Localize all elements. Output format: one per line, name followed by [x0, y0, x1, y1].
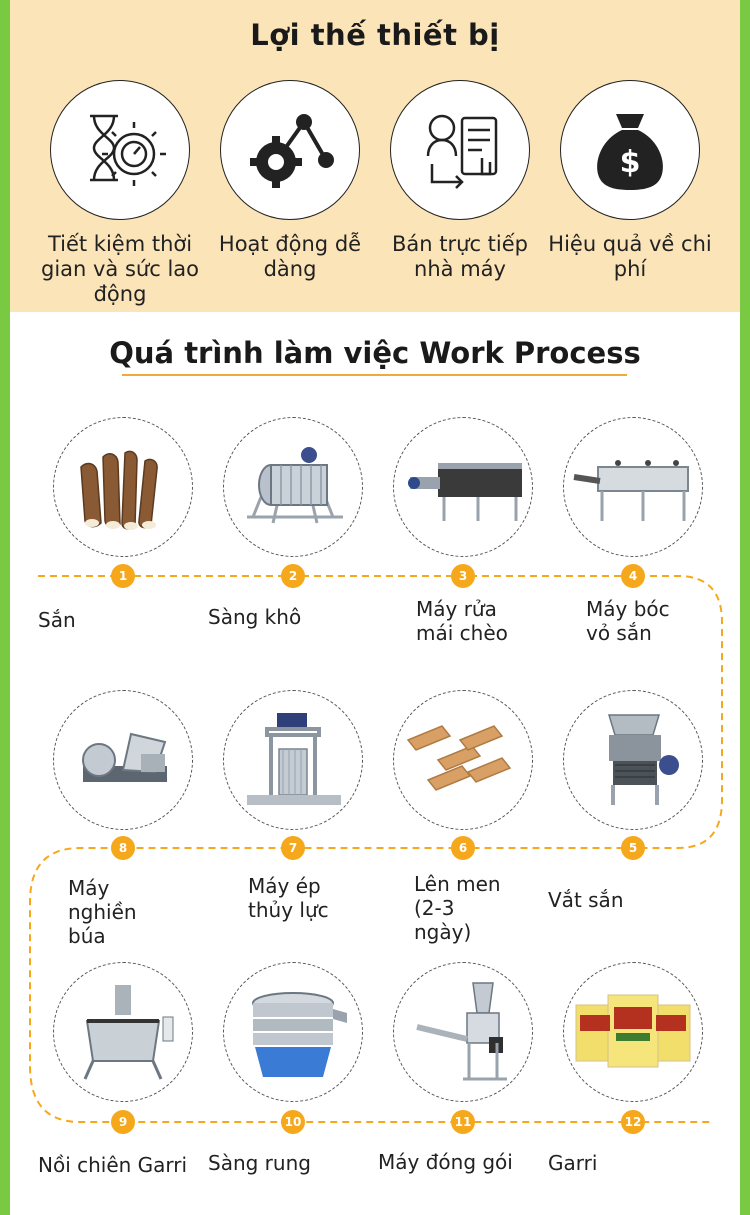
advantage-item-direct-sale: Bán trực tiếp nhà máy	[375, 80, 545, 282]
direct-sale-icon	[390, 80, 530, 220]
step-label: Garri	[548, 1151, 598, 1175]
process-step	[38, 962, 208, 1102]
process-step	[378, 962, 548, 1102]
step-label: Máy nghiền búa	[68, 876, 137, 948]
process-step	[38, 417, 208, 557]
step-label: Lên men (2-3 ngày)	[414, 872, 501, 944]
advantage-label: Bán trực tiếp nhà máy	[392, 232, 528, 281]
advantage-label: Hoạt động dễ dàng	[218, 232, 362, 281]
step-label: Sắn	[38, 608, 76, 632]
process-step	[378, 690, 548, 830]
svg-text:$: $	[620, 145, 641, 180]
hourglass-gear-icon	[50, 80, 190, 220]
step-label: Nồi chiên Garri	[38, 1153, 188, 1177]
step-label: Sàng rung	[208, 1151, 311, 1175]
step-label: Máy rửa mái chèo	[416, 597, 508, 645]
garri-bags-image	[563, 962, 703, 1102]
garri-fryer-image	[53, 962, 193, 1102]
step-label: Máy đóng gói	[378, 1150, 513, 1174]
peeling-machine-image	[563, 417, 703, 557]
cassava-roots-image	[53, 417, 193, 557]
step-number-badge: 5	[621, 836, 645, 860]
work-process-panel: Quá trình làm việc Work Process	[10, 312, 740, 1215]
step-number-badge: 6	[451, 836, 475, 860]
fermentation-racks-image	[393, 690, 533, 830]
step-label: Máy ép thủy lực	[248, 874, 329, 922]
step-number-badge: 4	[621, 564, 645, 588]
process-step	[548, 690, 718, 830]
process-step	[208, 962, 378, 1102]
step-label: Sàng khô	[208, 605, 302, 629]
process-step	[208, 690, 378, 830]
paddle-washer-image	[393, 417, 533, 557]
step-number-badge: 10	[281, 1110, 305, 1134]
step-number-badge: 9	[111, 1110, 135, 1134]
step-number-badge: 7	[281, 836, 305, 860]
title-underline	[122, 374, 627, 376]
step-label: Máy bóc vỏ sắn	[586, 597, 670, 645]
step-number-badge: 1	[111, 564, 135, 588]
work-process-title: Quá trình làm việc Work Process	[109, 336, 641, 370]
step-number-badge: 11	[451, 1110, 475, 1134]
hammer-mill-image	[53, 690, 193, 830]
packing-machine-image	[393, 962, 533, 1102]
process-step	[208, 417, 378, 557]
step-number-badge: 12	[621, 1110, 645, 1134]
step-number-badge: 8	[111, 836, 135, 860]
advantage-item-time: Tiết kiệm thời gian và sức lao động	[35, 80, 205, 307]
gear-network-icon	[220, 80, 360, 220]
advantages-title: Lợi thế thiết bị	[250, 18, 500, 52]
step-label: Vắt sắn	[548, 888, 624, 912]
process-step	[378, 417, 548, 557]
process-step	[548, 417, 718, 557]
advantage-label: Hiệu quả về chi phí	[548, 232, 712, 281]
hydraulic-press-image	[223, 690, 363, 830]
step-number-badge: 3	[451, 564, 475, 588]
money-bag-icon: $	[560, 80, 700, 220]
step-number-badge: 2	[281, 564, 305, 588]
process-flow-line	[29, 575, 723, 1123]
advantage-label: Tiết kiệm thời gian và sức lao động	[40, 232, 199, 306]
process-step	[38, 690, 208, 830]
advantages-panel: Lợi thế thiết bị Tiết kiệm thời gian và …	[10, 0, 740, 312]
process-step	[548, 962, 718, 1102]
advantage-item-easy: Hoạt động dễ dàng	[205, 80, 375, 282]
dry-sieve-machine-image	[223, 417, 363, 557]
advantage-item-cost: $ Hiệu quả về chi phí	[545, 80, 715, 282]
vibrating-sieve-image	[223, 962, 363, 1102]
cassava-grater-image	[563, 690, 703, 830]
